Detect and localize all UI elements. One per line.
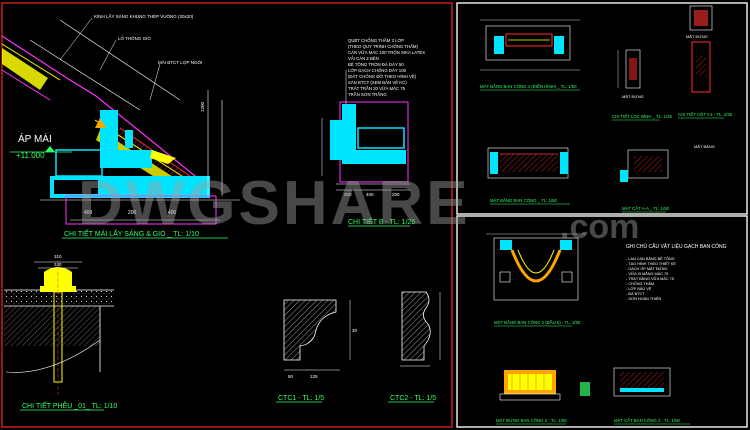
rt-title-5: MẶT BẰNG BAN CÔNG _ TL: 1/50: [490, 198, 558, 203]
rt-title-7: MẶT BẰNG: [694, 144, 715, 149]
balcony-plan-2: [486, 233, 586, 301]
detail-b-title: CHI TIẾT B - TL: 1/25: [348, 216, 415, 226]
roof-note-mai: MÁI BTCT LỢP NGÓI: [158, 59, 202, 65]
detail-b-note-8: TRÁT TRẦN 20 VỮA MÁC 75: [348, 86, 406, 91]
funnel-dim-top2: 240: [54, 262, 62, 267]
detail-b-dim-2: 400: [366, 192, 374, 197]
roof-dim-1: 400: [84, 210, 93, 216]
panel-left-border: [1, 2, 453, 428]
detail-b-dim-1: 200: [344, 192, 352, 197]
panel-right-top-border: [456, 2, 748, 215]
rt-title-2: CHI TIẾT CỘT C1 - TL: 1/25: [678, 112, 733, 117]
detail-b-note-2: CÁN VỮA MÁC 100 TRỘN SIKA LATEX: [348, 50, 425, 55]
roof-detail: [1, 17, 240, 225]
balcony-plan: [487, 147, 569, 179]
detail-b-note-1: (THEO QUY TRÌNH CHỐNG THẤM): [348, 44, 419, 49]
rb-note-8: - SƠN HOÀN THIỆN: [626, 296, 662, 301]
rb-note-0: - LAN CAN BẰNG BÊ TÔNG: [626, 256, 675, 261]
ctc1-title: CTC1 - TL: 1/5: [278, 395, 324, 402]
rt-title-0: MẶT BẰNG BAN CÔNG 4 (ĐIỂN HÌNH) _ TL: 1/…: [480, 84, 577, 89]
column-c1-elevation: [689, 5, 713, 93]
rt-title-4: CHI TIẾT LỌC ĐÌNH _ TL: 1/25: [612, 114, 673, 119]
roof-note-lo: LỖ THÔNG GIÓ: [118, 35, 151, 41]
balcony-plan-4: [480, 19, 580, 71]
loc-dinh-detail: [617, 49, 641, 89]
detail-b-dim-3: 200: [392, 192, 400, 197]
detail-b-note-0: QUÉT CHỐNG THẤM 3 LỚP: [348, 38, 404, 43]
rb-title-0: MẶT BẰNG BAN CÔNG 2 (ĐẦU 5) - TL: 1/50: [494, 320, 581, 325]
rb-note-3: - VỮA XI MĂNG MÁC 75: [626, 271, 668, 276]
funnel-title: CHI TIẾT PHỄU _01_ TL: 1/10: [22, 400, 117, 410]
detail-b-note-4: BÊ TÔNG TRÒN ĐÁ DÀY 50: [348, 62, 404, 67]
detail-b: [321, 70, 410, 191]
detail-b-note-3: VẢI CÁN 2 BÊN: [348, 56, 379, 61]
rt-title-6: MẶT CẮT A-A _ TL: 1/50: [622, 206, 670, 211]
roof-dim-3: 400: [168, 210, 177, 216]
ctc1-dim-3: 30: [352, 328, 358, 333]
balcony-section-2: [580, 367, 671, 397]
funnel-detail: [4, 260, 114, 395]
balcony-elevation-2: [499, 370, 561, 401]
watermark-suffix: .com: [560, 208, 639, 246]
rb-note-1: - TẠO HÌNH THEO THIẾT KẾ: [626, 261, 676, 266]
rb-title-1: MẶT ĐỨNG BAN CÔNG 2 - TL: 1/50: [496, 418, 567, 423]
ctc1-profile: [283, 299, 351, 371]
roof-dim-2: 200: [128, 210, 137, 216]
roof-label-ap-mai: ÁP MÁI: [18, 132, 52, 145]
roof-title: CHI TIẾT MÁI LẤY SÁNG & GIÓ _ TL: 1/10: [64, 228, 199, 238]
watermark: DWGSHARE: [78, 169, 471, 238]
rb-note-6: - LỚP BẢO VỆ: [626, 286, 652, 291]
ctc1-dim-2: 125: [310, 374, 318, 379]
rb-note-title: GHI CHÚ CẤU VẬT LIỆU GẠCH BAN CÔNG: [626, 242, 727, 250]
rb-note-2: - GẠCH ỐP MẶT ĐỨNG: [626, 266, 668, 271]
rt-title-3: MẶT ĐỨNG: [622, 94, 644, 99]
panel-right-bottom-border: [456, 215, 748, 428]
rb-title-2: MẶT CẮT BAN CÔNG 2 - TL: 1/50: [614, 418, 681, 423]
roof-level: +11.000: [16, 151, 45, 160]
rb-note-4: - TRÁT BẰNG VỮA MÁC 75: [626, 276, 674, 281]
section-a-a: [620, 149, 669, 182]
ctc2-title: CTC2 - TL: 1/5: [390, 395, 436, 402]
rb-note-5: - CHỐNG THẤM: [626, 281, 654, 286]
detail-b-note-7: SÀN BTCT (XEM BẢN VẼ KC): [348, 80, 407, 85]
detail-b-note-6: (ĐẶT CHỐNG ĐỠ THEO HÌNH VẼ): [348, 74, 417, 79]
roof-note-top: KÍNH LẤY SÁNG KHUNG THÉP VUÔNG (20x20): [94, 13, 194, 19]
detail-b-note-9: TRẦN SƠN TRẮNG: [348, 92, 387, 97]
ctc1-dim-1: 50: [288, 374, 294, 379]
funnel-dim-top: 310: [54, 254, 62, 259]
rb-note-7: - ĐÀ BTCT: [626, 292, 645, 296]
detail-b-note-5: LỚP GẠCH CHỐNG DÀY 100: [348, 68, 407, 73]
ctc2-profile: [400, 291, 441, 367]
rt-title-1: MẶT ĐỨNG: [686, 34, 708, 39]
roof-dim-right: 1200: [200, 101, 205, 112]
